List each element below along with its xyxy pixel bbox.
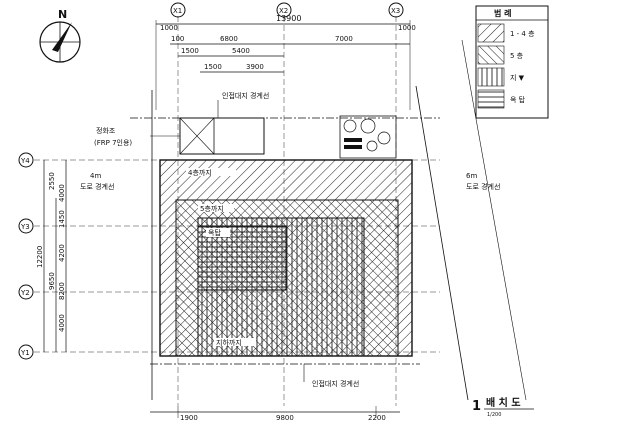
label-rooftop: 옥탑	[208, 229, 221, 237]
label-adjacent-south: 인접대지 경계선	[312, 379, 359, 388]
dim-6800: 6800	[220, 35, 238, 43]
dim-1450: 1450	[58, 210, 66, 228]
grid-x3: X3	[391, 7, 400, 15]
drawing-name: 배 치 도	[486, 396, 521, 409]
grid-y1: Y1	[20, 349, 30, 357]
north-label: N	[58, 8, 67, 21]
grid-y2: Y2	[20, 289, 30, 297]
dimensions-left: 12200 9650 2550 4000 1450 4200 8200 4000	[36, 160, 67, 352]
dim-8200: 8200	[58, 282, 66, 300]
landscaping	[339, 115, 397, 159]
label-road-left-width: 4m	[90, 172, 101, 180]
dim-left-offset: 1000	[160, 24, 178, 32]
label-septic-note: (FRP 7인용)	[94, 138, 132, 147]
grid-x1: X1	[173, 7, 182, 15]
drawing-title: 1 배 치 도 1/200	[472, 396, 534, 418]
dimensions-bottom: 1900 9800 2200	[150, 406, 400, 422]
dim-3900: 3900	[246, 63, 264, 71]
legend: 범 례 1 - 4 층 5 층 지 ▼ 옥 탑	[475, 5, 549, 119]
label-road-right: 도로 경계선	[466, 182, 500, 191]
dim-1500a: 1500	[181, 47, 199, 55]
label-road-right-width: 6m	[466, 172, 477, 180]
dim-overall: 13900	[276, 14, 301, 23]
dim-4200: 4200	[58, 244, 66, 262]
label-adjacent-north: 인접대지 경계선	[222, 91, 269, 100]
north-arrow: N	[39, 8, 81, 63]
dim-100: 100	[171, 35, 184, 43]
dim-5400: 5400	[232, 47, 250, 55]
adjacent-boundary-north: 인접대지 경계선	[130, 91, 440, 119]
legend-row-3: 지 ▼	[510, 73, 525, 82]
dimensions-top: 13900 1000 1000 100 6800 7000 1500 5400 …	[155, 14, 416, 110]
legend-row-2: 5 층	[510, 51, 524, 60]
dim-9800: 9800	[276, 414, 294, 422]
dim-right-offset: 1000	[398, 24, 416, 32]
label-floor-5: 5층까지	[200, 204, 224, 213]
label-septic: 정화조	[96, 126, 116, 135]
label-basement: 지하까지	[216, 338, 242, 347]
road-boundaries: 4m 도로 경계선 6m 도로 경계선	[80, 39, 527, 401]
drawing-scale: 1/200	[487, 412, 501, 418]
grid-y3: Y3	[20, 223, 30, 231]
drawing-number: 1	[472, 399, 481, 414]
dim-2200: 2200	[368, 414, 386, 422]
dim-1900: 1900	[180, 414, 198, 422]
legend-row-4: 옥 탑	[510, 96, 526, 104]
dim-12200: 12200	[36, 246, 44, 268]
dim-1500b: 1500	[204, 63, 222, 71]
legend-row-1: 1 - 4 층	[510, 29, 535, 38]
dim-2550: 2550	[48, 172, 56, 190]
label-road-left: 도로 경계선	[80, 182, 114, 191]
label-floor-1-4: 4층까지	[188, 168, 212, 177]
grid-y4: Y4	[20, 157, 30, 165]
dim-9650: 9650	[48, 272, 56, 290]
adjacent-boundary-south: 인접대지 경계선	[150, 363, 420, 388]
dim-7000: 7000	[335, 35, 353, 43]
legend-title: 범 례	[494, 8, 512, 18]
dim-4000b: 4000	[58, 314, 66, 332]
grid-x2: X2	[279, 7, 288, 15]
dim-4000a: 4000	[58, 184, 66, 202]
building-rooftop: 옥탑	[197, 225, 287, 291]
septic-tank: 정화조 (FRP 7인용)	[94, 117, 265, 155]
